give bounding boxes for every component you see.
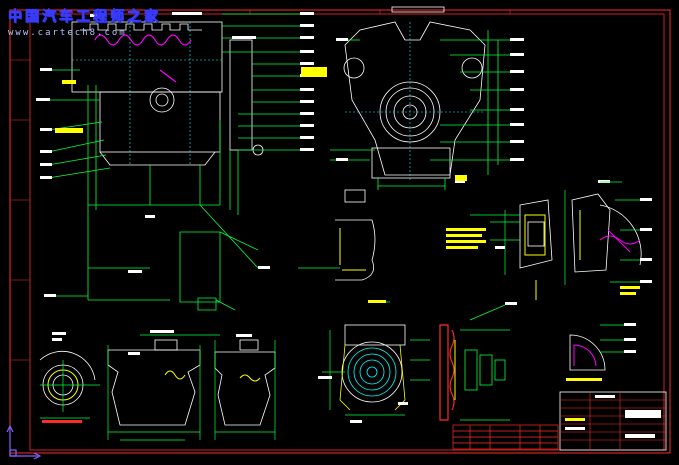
shaft-section: [439, 302, 517, 421]
engine-front-view: [330, 21, 610, 190]
parts-list-table: [452, 424, 559, 450]
angle-detail: [566, 323, 636, 381]
oil-pan-section: [107, 330, 276, 441]
pulley-detail: [318, 324, 430, 423]
watermark-url: www.cartech8.com: [8, 28, 127, 38]
watermark-title: 中国汽车工程师之家: [8, 9, 161, 26]
title-block: [559, 391, 667, 451]
drawing-frame: [9, 9, 671, 454]
site-watermark: 中国汽车工程师之家 www.cartech8.com: [8, 6, 183, 46]
section-detail-a: [298, 189, 390, 303]
ucs-axis-icon: [6, 424, 42, 460]
top-title-strip: [391, 6, 445, 13]
flange-detail: [39, 332, 100, 423]
component-detail-right: [446, 181, 652, 300]
engine-side-view: [36, 12, 327, 311]
